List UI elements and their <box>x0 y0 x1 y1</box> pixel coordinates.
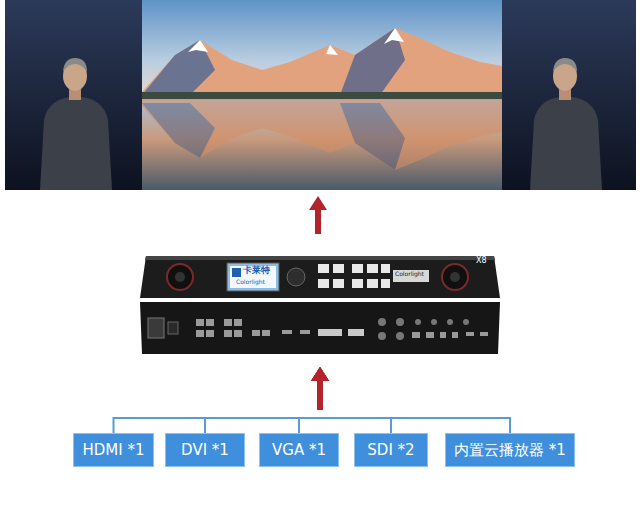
arrow-shaft <box>317 379 323 410</box>
arrow-head <box>311 367 329 381</box>
bus-line <box>299 418 320 433</box>
arrow-shaft <box>317 379 323 410</box>
controller-rear <box>140 302 500 354</box>
input-box: VGA *1 <box>259 433 339 467</box>
led-screen <box>5 0 636 190</box>
arrow-head <box>311 367 329 381</box>
connector <box>311 367 391 433</box>
bus-line <box>320 418 510 433</box>
arrow-head <box>311 367 329 381</box>
input-label: DVI *1 <box>181 441 229 459</box>
arrow-shaft <box>317 379 323 410</box>
connector <box>311 367 510 433</box>
up-arrow <box>309 196 327 234</box>
bus-line <box>320 418 391 433</box>
side-panel <box>5 0 142 190</box>
arrow-head <box>311 367 329 381</box>
connector <box>205 367 329 433</box>
bus-line <box>114 418 321 433</box>
connector <box>114 367 330 433</box>
input-label: VGA *1 <box>272 441 326 459</box>
connector <box>299 367 329 433</box>
mountains <box>142 28 502 100</box>
brand-plate: Colorlight <box>395 271 424 277</box>
input-box: HDMI *1 <box>73 433 154 467</box>
arrow-shaft <box>317 379 323 410</box>
input-label: 内置云播放器 *1 <box>454 441 566 460</box>
model-name: X8 <box>476 257 487 265</box>
reflection <box>142 99 502 170</box>
side-panel <box>502 0 636 190</box>
arrow-head <box>311 367 329 381</box>
presenter <box>40 58 112 190</box>
presenter <box>530 58 602 190</box>
arrow-shaft <box>317 379 323 410</box>
lake <box>142 98 502 190</box>
input-box: SDI *2 <box>354 433 428 467</box>
logo-text: Colorlight <box>236 279 265 285</box>
input-label: SDI *2 <box>367 441 414 459</box>
input-label: HDMI *1 <box>82 441 144 459</box>
logo-text: 卡莱特 <box>243 266 270 275</box>
bus-line <box>205 418 320 433</box>
sky <box>142 0 502 100</box>
controller-device: Colorlight X8 <box>140 255 500 355</box>
controller-front <box>140 256 500 298</box>
input-box: 内置云播放器 *1 <box>445 433 575 467</box>
input-box: DVI *1 <box>165 433 245 467</box>
